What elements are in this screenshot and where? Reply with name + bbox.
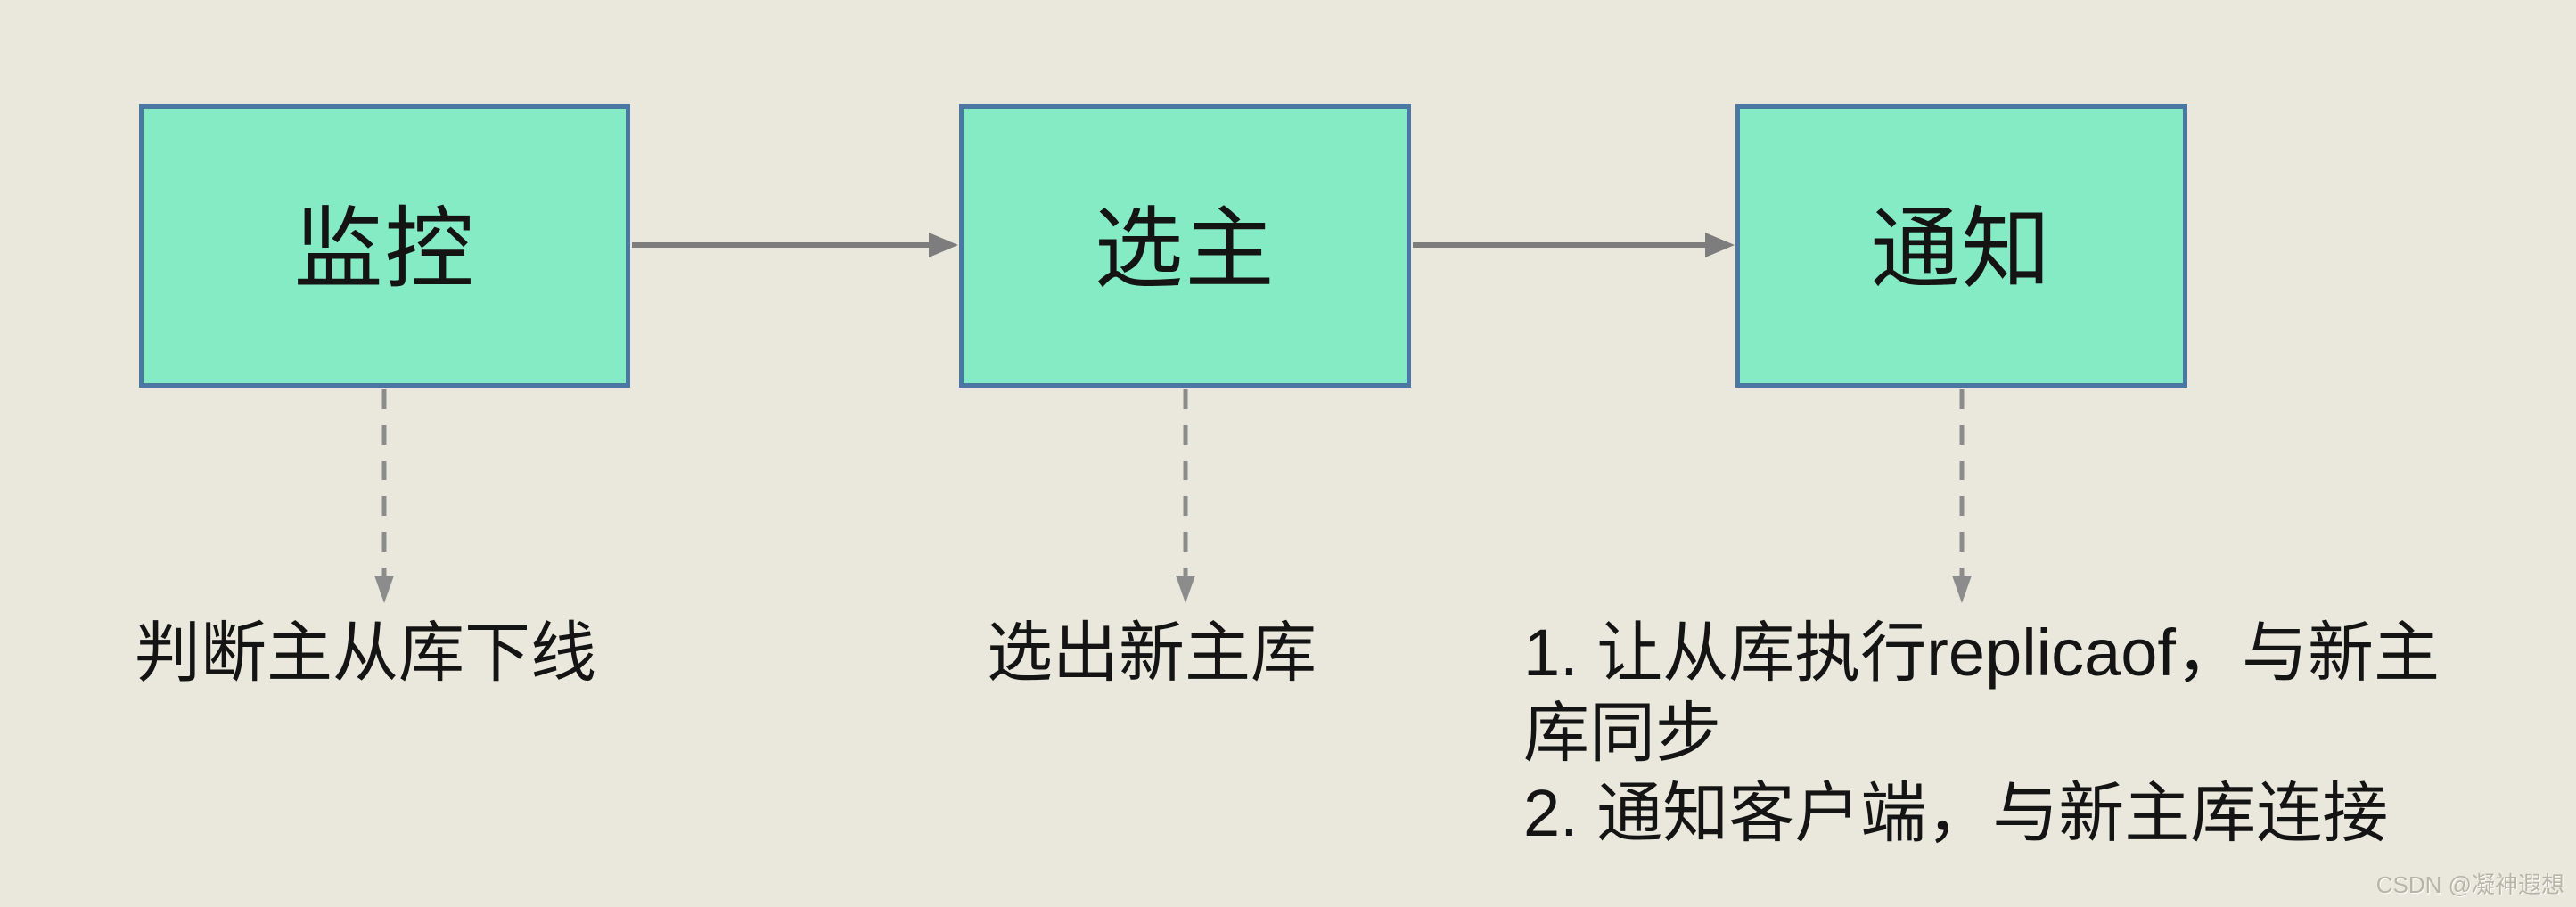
node-monitor-label: 监控 [293, 199, 476, 299]
node-notify-label: 通知 [1870, 199, 2053, 299]
dashed-arrow-notify-to-description [1952, 389, 1972, 603]
node-elect-master: 选主 [959, 104, 1411, 388]
arrow-monitor-to-elect [632, 233, 958, 257]
monitor-description: 判断主从库下线 [135, 616, 596, 690]
arrow-elect-to-notify [1413, 233, 1735, 257]
node-notify: 通知 [1735, 104, 2187, 388]
notify-description-line-3: 2. 通知客户端，与新主库连接 [1523, 776, 2389, 850]
notify-description-line-1: 1. 让从库执行replicaof，与新主 [1523, 616, 2440, 690]
elect-master-description: 选出新主库 [987, 616, 1317, 690]
notify-description-line-2: 库同步 [1523, 696, 1721, 770]
watermark: CSDN @凝神遐想 [2375, 871, 2564, 898]
dashed-arrow-monitor-to-description [374, 389, 394, 603]
node-monitor: 监控 [139, 104, 630, 388]
dashed-arrow-elect-to-description [1176, 389, 1195, 603]
node-elect-master-label: 选主 [1094, 199, 1276, 299]
notify-description: 1. 让从库执行replicaof，与新主 库同步 2. 通知客户端，与新主库连… [1523, 613, 2440, 854]
